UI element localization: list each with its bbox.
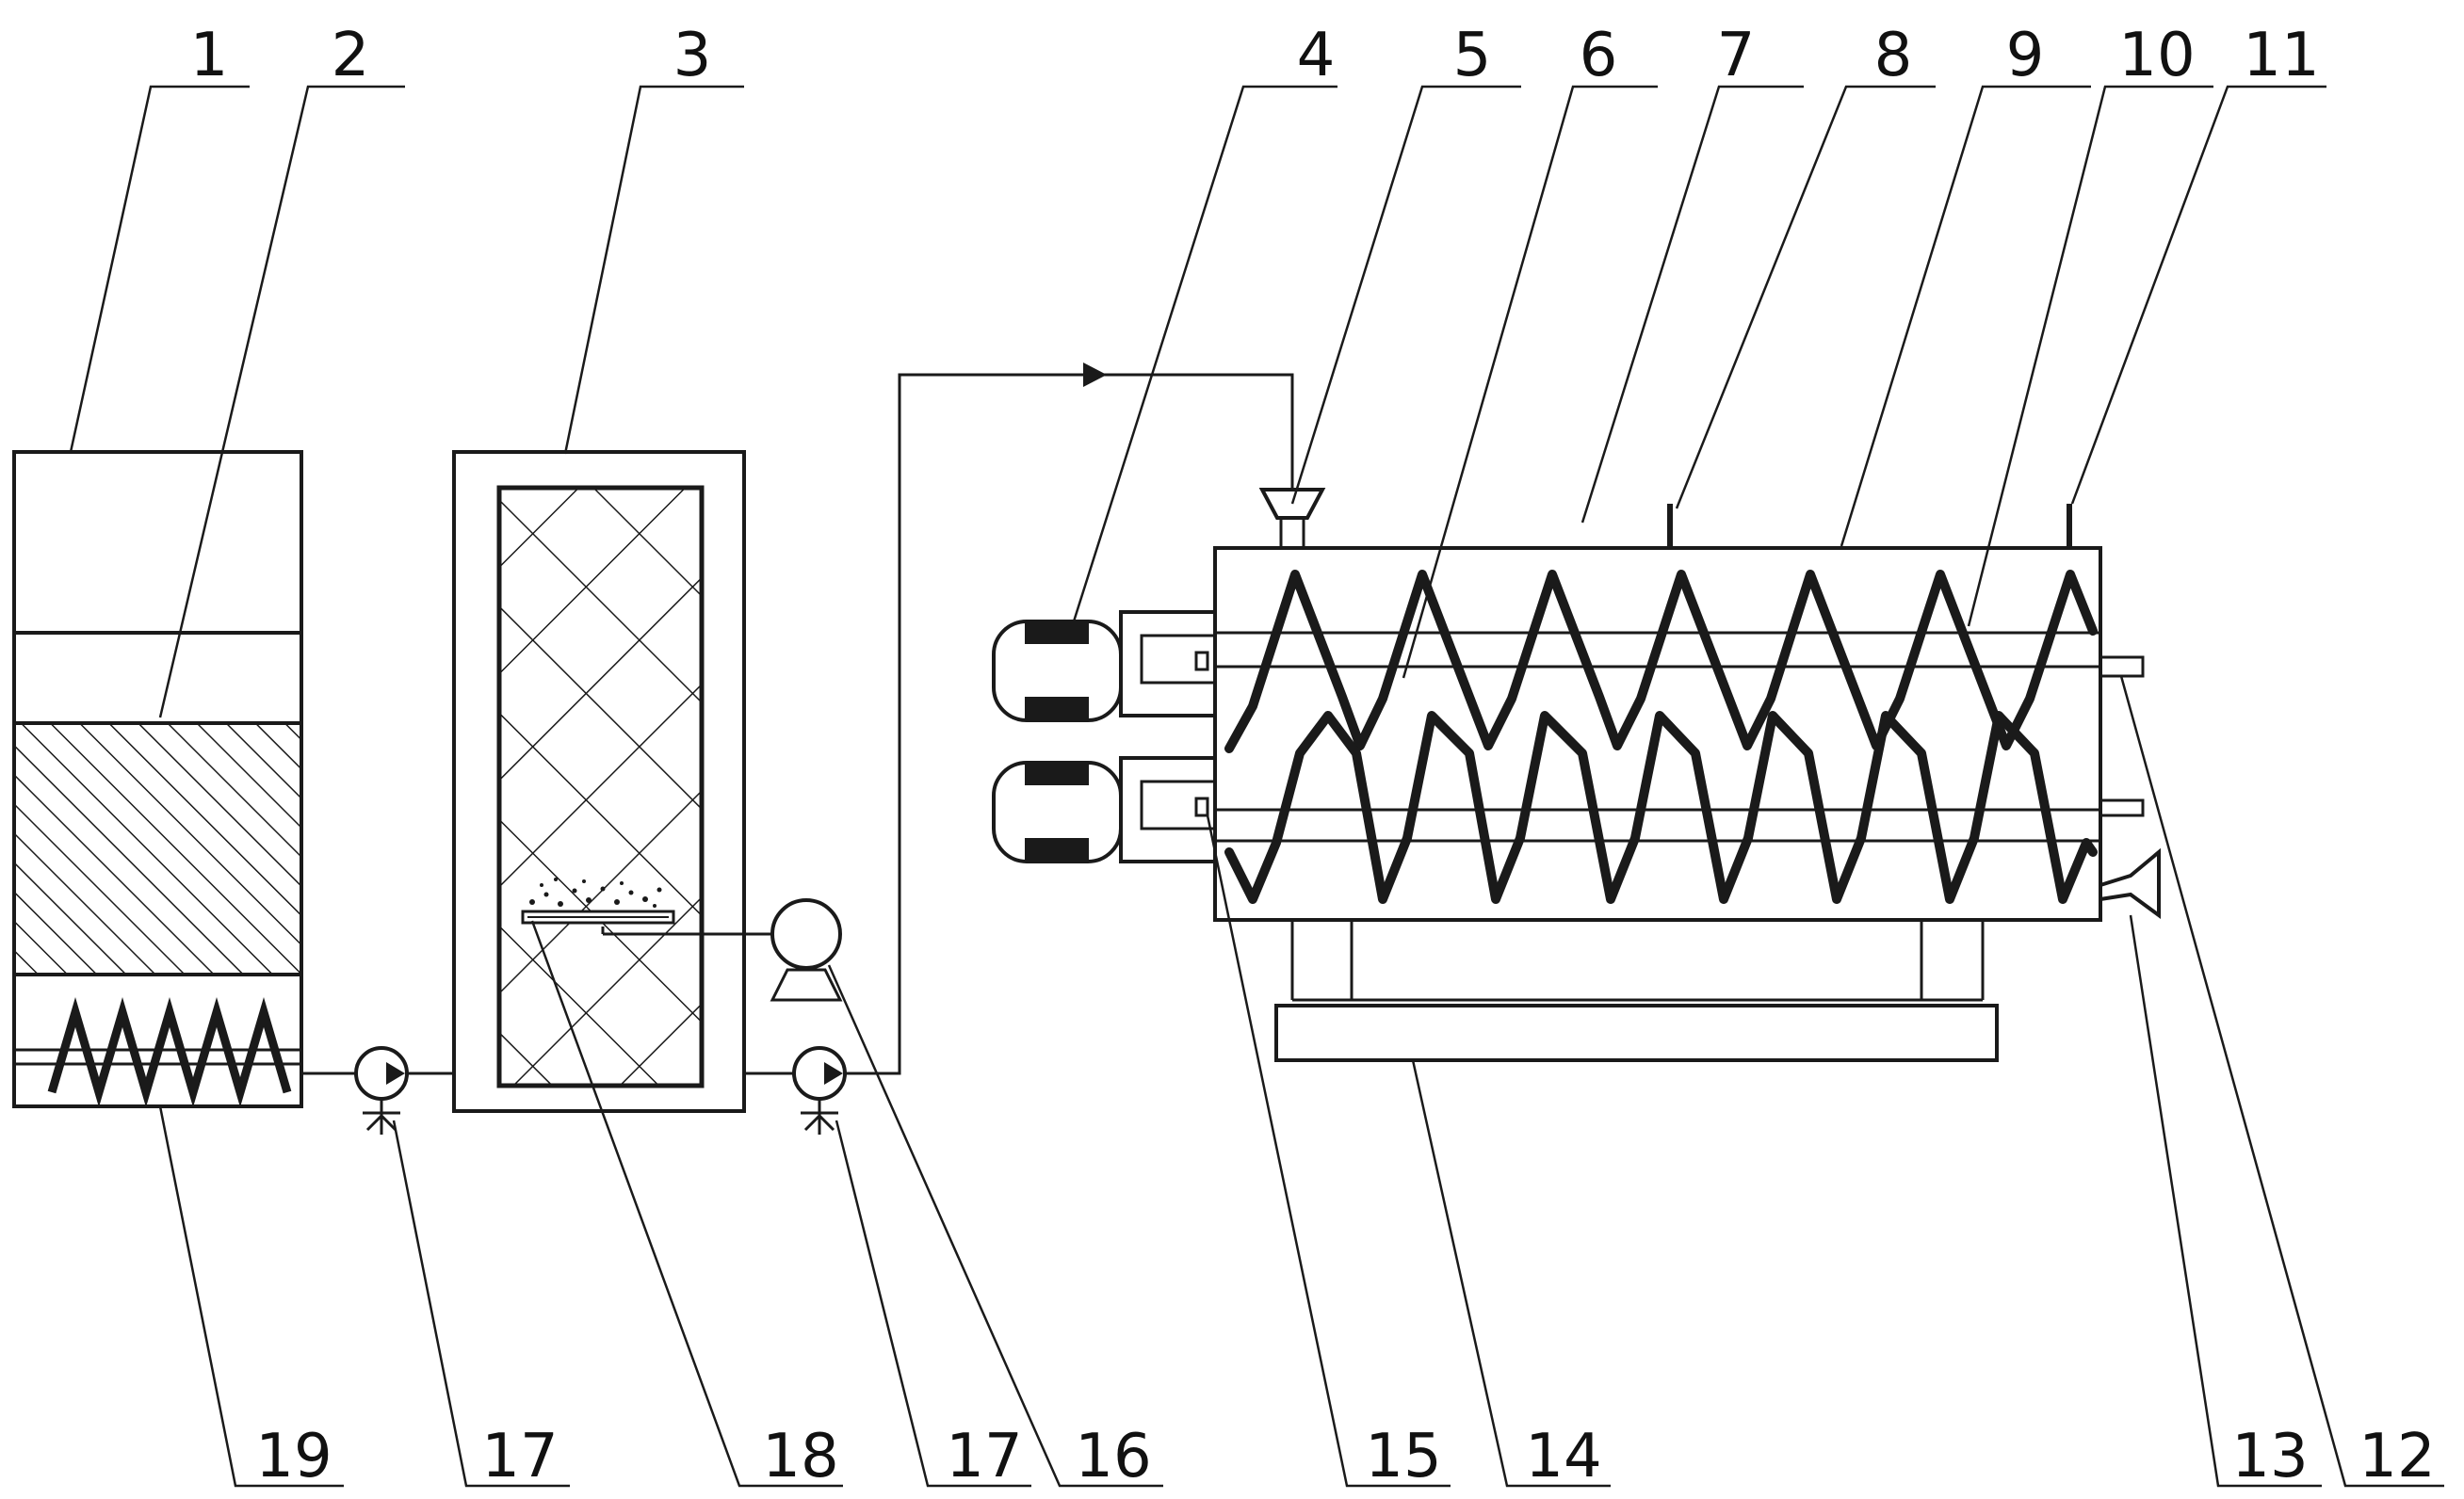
leader-15 — [1206, 814, 1451, 1488]
pump-valve-feet — [803, 1113, 835, 1132]
shaft-coupling-upper — [1194, 651, 1209, 671]
twin-screw-reactor — [992, 488, 2161, 1062]
pump-direction-icon — [824, 1062, 843, 1085]
air-pump-body — [770, 898, 842, 970]
aerator-plate — [521, 878, 675, 925]
column-packing — [496, 485, 705, 1088]
label-9: 9 — [2006, 21, 2045, 90]
label-15: 15 — [1365, 1422, 1441, 1491]
label-10: 10 — [2118, 21, 2195, 90]
heating-coil — [47, 997, 292, 1107]
shaft-end-lower — [2099, 798, 2145, 817]
reference-numerals: 1 2 3 4 5 6 7 8 9 10 11 19 17 18 17 16 1… — [190, 21, 2436, 1491]
label-2: 2 — [332, 21, 370, 90]
label-5: 5 — [1453, 21, 1492, 90]
leader-8 — [1675, 85, 1936, 509]
leader-13 — [2129, 914, 2322, 1488]
gearbox-inner — [1140, 780, 1217, 830]
label-17-left: 17 — [481, 1422, 558, 1491]
leader-14 — [1411, 1059, 1611, 1488]
leader-2 — [158, 85, 405, 718]
leader-12 — [2119, 675, 2444, 1488]
leader-19 — [158, 1105, 344, 1488]
label-12: 12 — [2359, 1422, 2435, 1491]
label-11: 11 — [2243, 21, 2319, 90]
label-6: 6 — [1580, 21, 1618, 90]
leader-7 — [1581, 85, 1804, 524]
leader-1 — [69, 85, 250, 453]
leader-6 — [1402, 85, 1658, 679]
motor-winding-bottom — [1025, 838, 1089, 861]
motor-winding-top — [1025, 621, 1089, 644]
label-16: 16 — [1075, 1422, 1151, 1491]
label-13: 13 — [2231, 1422, 2308, 1491]
column-outer — [452, 450, 746, 1113]
leader-3 — [563, 85, 744, 455]
label-19: 19 — [255, 1422, 332, 1491]
motor-winding-bottom — [1025, 697, 1089, 719]
gearbox-upper — [1119, 610, 1217, 717]
gearbox-lower — [1119, 756, 1217, 863]
label-18: 18 — [762, 1422, 838, 1491]
bubbles — [529, 878, 662, 908]
motor-winding-top — [1025, 763, 1089, 785]
leader-16 — [827, 964, 1163, 1488]
leader-17b — [835, 1120, 1031, 1488]
packed-column — [452, 450, 746, 1113]
leader-lines — [69, 85, 2444, 1488]
reactor-housing — [1213, 546, 2102, 922]
leader-10 — [1967, 85, 2213, 627]
gearbox-body — [1119, 610, 1217, 717]
drive-motor-upper — [992, 620, 1123, 722]
left-tank — [12, 450, 303, 1108]
shaft-coupling-15 — [1194, 797, 1209, 817]
label-14: 14 — [1525, 1422, 1601, 1491]
pump-17-left — [354, 1046, 409, 1135]
leader-18 — [530, 920, 843, 1488]
lower-screw — [1224, 711, 2098, 904]
pump-direction-icon — [386, 1062, 405, 1085]
leader-4 — [1072, 85, 1337, 622]
label-17-right: 17 — [946, 1422, 1022, 1491]
gearbox-inner — [1140, 634, 1217, 685]
discharge-outlet-13 — [2099, 847, 2161, 919]
label-4: 4 — [1297, 21, 1336, 90]
shaft-end-12 — [2099, 655, 2145, 678]
label-7: 7 — [1717, 21, 1756, 90]
leader-5 — [1290, 85, 1521, 505]
label-3: 3 — [673, 21, 712, 90]
drive-motor-lower — [992, 761, 1123, 863]
pump-valve-feet — [365, 1113, 397, 1132]
tank-hatched-layer — [12, 721, 303, 976]
leader-11 — [2070, 85, 2326, 505]
label-1: 1 — [190, 21, 229, 90]
air-pump-base — [770, 968, 843, 1002]
gearbox-body — [1119, 756, 1217, 863]
leader-17a — [392, 1120, 570, 1488]
support-base-14 — [1274, 1004, 1999, 1062]
label-8: 8 — [1874, 21, 1913, 90]
air-pump-16 — [770, 898, 843, 1002]
feed-hopper — [1258, 488, 1326, 520]
upper-screw — [1224, 570, 2098, 753]
leader-9 — [1840, 85, 2091, 547]
flow-arrow-icon — [1083, 363, 1107, 387]
feed-pipe-to-reactor — [845, 373, 1294, 1075]
